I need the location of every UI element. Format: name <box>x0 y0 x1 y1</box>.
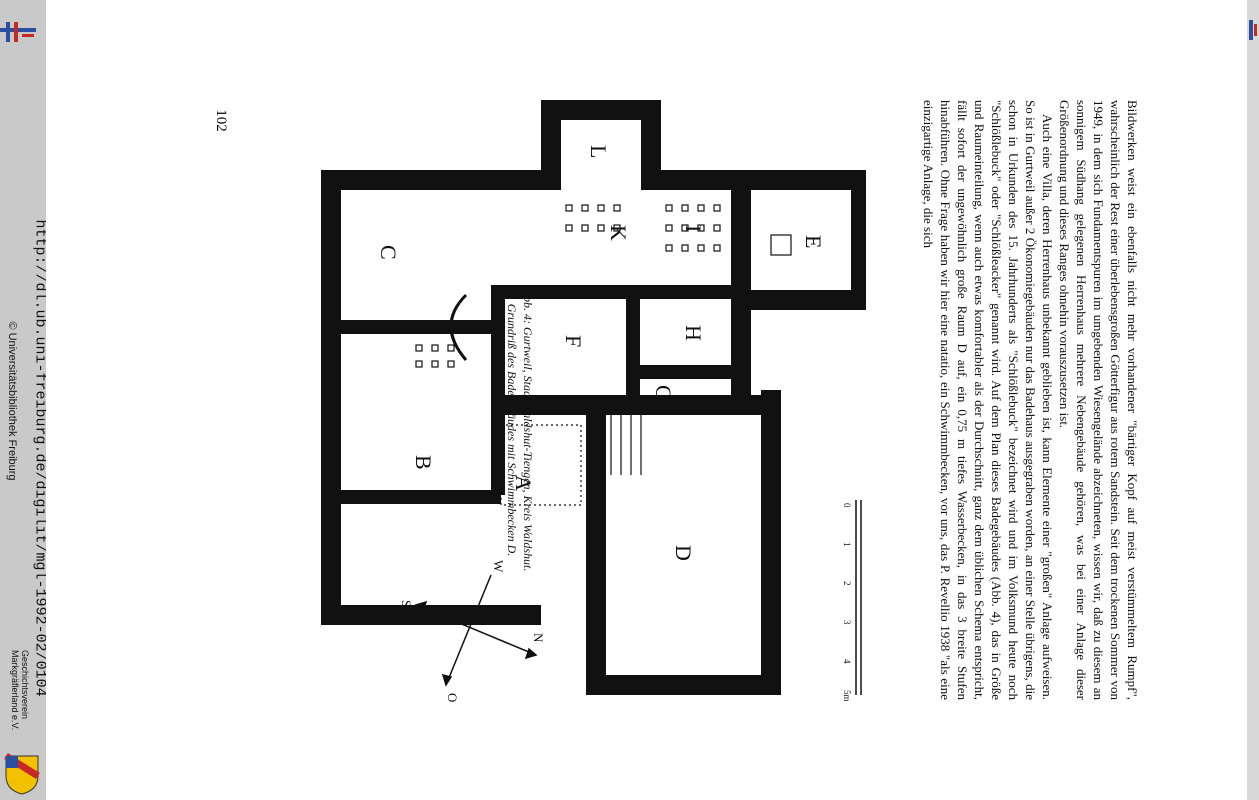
scale-bar <box>855 500 862 695</box>
plan-wall <box>321 605 541 625</box>
compass-label-w: W <box>491 560 506 573</box>
plan-wall <box>586 675 781 695</box>
plan-wall <box>491 285 505 495</box>
plan-wall <box>341 320 501 334</box>
scale-label-4: 4 <box>842 659 852 664</box>
plan-wall <box>341 490 501 504</box>
viewer-left-strip: http://dl.ub.uni-freiburg.de/digilit/mgl… <box>0 0 49 800</box>
plan-wall <box>586 395 606 695</box>
plan-wall <box>321 170 341 625</box>
document-page: 102 Bildwerken weist ein ebenfalls nicht… <box>46 0 1247 800</box>
floor-plan-figure: A B C D E F G H I K L N O S W <box>321 100 866 702</box>
library-logo-icon <box>0 22 36 42</box>
scale-label-0: 0 <box>842 503 852 508</box>
plan-wall <box>851 170 866 310</box>
room-label-f: F <box>561 335 586 347</box>
body-text: Bildwerken weist ein ebenfalls nicht meh… <box>901 100 1141 700</box>
room-label-i: I <box>681 225 706 232</box>
plan-wall <box>640 365 750 379</box>
library-logo-icon <box>1249 20 1257 40</box>
scale-label-2: 2 <box>842 581 852 586</box>
plan-wall <box>541 100 561 190</box>
room-label-b: B <box>411 455 436 470</box>
room-label-d: D <box>671 545 696 561</box>
plan-wall <box>541 100 661 120</box>
plan-wall <box>626 285 640 405</box>
scale-label-1: 1 <box>842 542 852 547</box>
compass-label-n: N <box>531 633 546 643</box>
viewer-right-strip <box>1247 0 1259 800</box>
room-label-l: L <box>586 145 611 158</box>
plan-wall <box>751 170 866 190</box>
copyright-notice: © Universitätsbibliothek Freiburg <box>6 321 18 481</box>
page-number: 102 <box>212 109 229 132</box>
room-label-c: C <box>376 245 401 260</box>
society-name: Geschichtsverein Markgräflerland e.V. <box>10 650 30 731</box>
room-label-g: G <box>651 385 676 401</box>
plan-wall <box>661 170 751 190</box>
plan-wall <box>751 290 866 310</box>
room-label-h: H <box>681 325 706 341</box>
room-label-k: K <box>606 225 631 241</box>
room-label-e: E <box>801 235 826 248</box>
compass-label-s: S <box>399 600 414 607</box>
paragraph-2: Auch eine Villa, deren Herrenhaus unbeka… <box>921 100 1055 700</box>
body-text-column: Bildwerken weist ein ebenfalls nicht meh… <box>901 100 1141 700</box>
room-label-a: A <box>511 475 536 491</box>
society-coat-of-arms-icon <box>4 753 40 795</box>
scale-label-5: 5m <box>842 690 852 702</box>
compass-axis-wo <box>445 574 492 686</box>
plan-wall <box>761 390 781 695</box>
compass-label-o: O <box>445 693 460 702</box>
compass-axis-ns <box>415 604 537 656</box>
compass-rose <box>414 574 538 687</box>
scale-label-3: 3 <box>842 620 852 625</box>
plan-wall <box>641 100 661 190</box>
plan-wall <box>321 170 561 190</box>
paragraph-1: Bildwerken weist ein ebenfalls nicht meh… <box>1057 100 1140 700</box>
